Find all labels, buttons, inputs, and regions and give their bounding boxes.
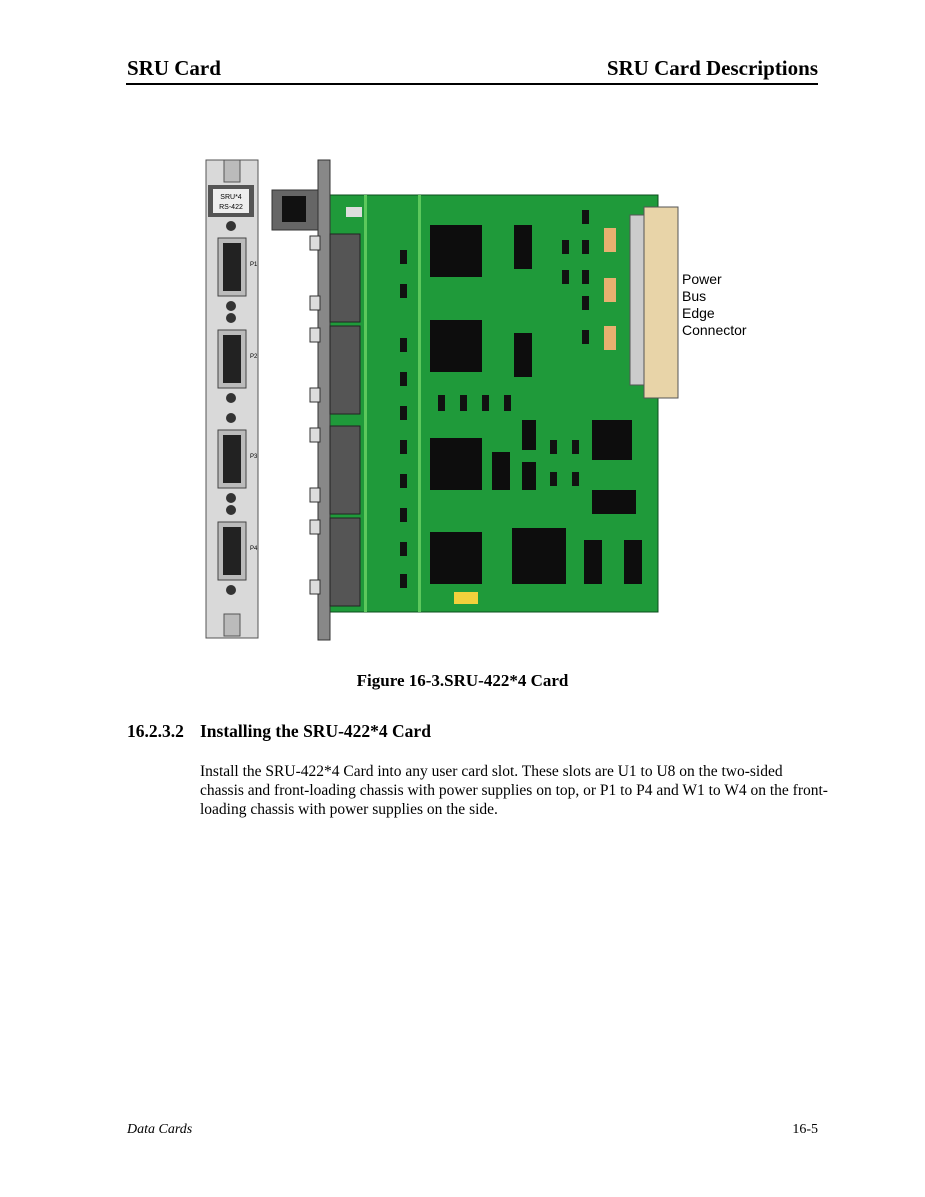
dsub-side — [329, 517, 361, 607]
footer-title: Data Cards — [127, 1122, 193, 1137]
port-label: P2 — [250, 354, 258, 360]
ic-chip — [492, 452, 510, 490]
edge-connector — [643, 206, 679, 399]
header-section: SRU Card Descriptions — [606, 56, 818, 80]
ic-chip — [430, 225, 482, 277]
ic-chip — [522, 420, 536, 450]
figure-caption: Figure 16-3.SRU-422*4 Card — [356, 671, 569, 690]
ic-chip — [514, 333, 532, 377]
ic-chip — [522, 462, 536, 490]
ic-chip — [584, 540, 602, 584]
dsub-side — [329, 325, 361, 415]
dsub-side — [329, 233, 361, 323]
circuit-board — [271, 159, 679, 641]
body-paragraph: Install the SRU-422*4 Card into any user… — [200, 763, 828, 818]
header-rule — [126, 83, 818, 85]
port-label: P3 — [250, 454, 258, 460]
ic-chip — [592, 490, 636, 514]
ic-chip — [430, 438, 482, 490]
ic-chip — [514, 225, 532, 269]
panel-label: SRU*4 — [220, 194, 242, 201]
svg-text:RS-422: RS-422 — [219, 204, 243, 211]
port-label: P4 — [250, 546, 258, 552]
ic-chip — [512, 528, 566, 584]
dsub-side — [329, 425, 361, 515]
ic-chip — [430, 532, 482, 584]
port-label: P1 — [250, 262, 258, 268]
ic-chip — [624, 540, 642, 584]
header-chapter: SRU Card — [127, 56, 221, 80]
ic-chip — [430, 320, 482, 372]
ic-chip — [592, 420, 632, 460]
page-number: 16-5 — [792, 1122, 818, 1137]
